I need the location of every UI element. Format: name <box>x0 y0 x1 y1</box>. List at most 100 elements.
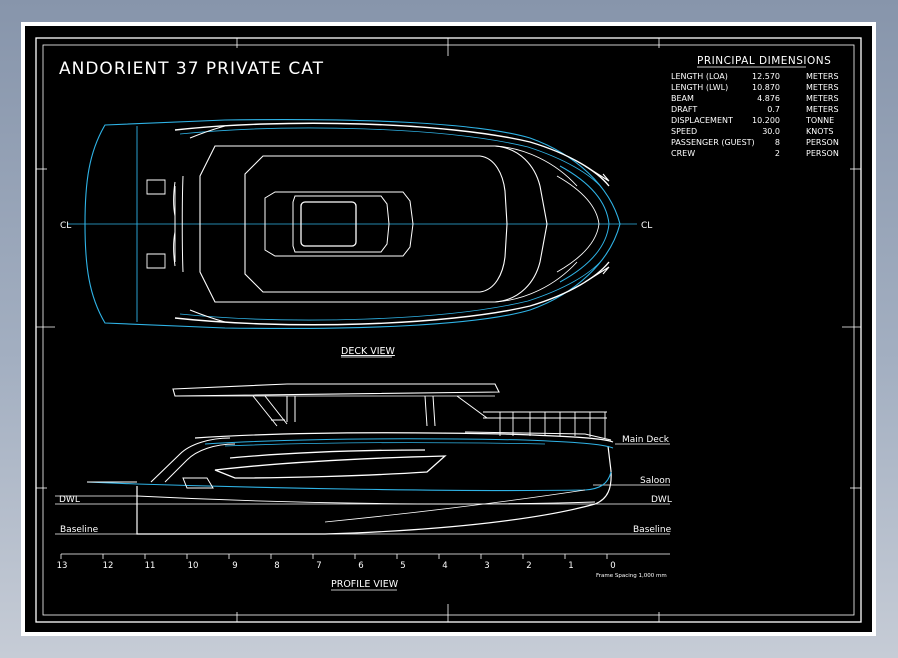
spec-value: 8 <box>775 138 780 147</box>
saloon-label: Saloon <box>640 476 670 486</box>
dwl-label-right: DWL <box>651 495 672 505</box>
hardtop-roof <box>172 383 500 397</box>
spec-unit: METERS <box>806 94 839 103</box>
spec-label: BEAM <box>671 94 694 103</box>
spec-value: 10.200 <box>752 116 780 125</box>
principal-dimensions-table: PRINCIPAL DIMENSIONS LENGTH (LOA) 12.570… <box>671 55 839 158</box>
deck-centerline-label-right: CL <box>641 221 652 231</box>
frame-numbers: 13 12 11 10 9 8 7 6 5 4 3 2 1 0 <box>57 561 616 571</box>
spec-unit: METERS <box>806 105 839 114</box>
cabin-side <box>150 437 231 483</box>
frame-number: 5 <box>400 561 405 571</box>
profile-view-caption: PROFILE VIEW <box>331 579 399 590</box>
outer-border <box>35 37 862 623</box>
spec-label: DRAFT <box>671 105 697 114</box>
spec-value: 4.876 <box>757 94 780 103</box>
windscreen <box>456 395 500 419</box>
cockpit-side-bottom <box>173 231 226 323</box>
inner-border <box>42 44 855 616</box>
profile-hull-chine <box>136 495 596 505</box>
frame-scale <box>60 553 670 559</box>
bow-railing <box>483 411 607 438</box>
hardtop-support-aft <box>252 395 288 427</box>
bow-inner-curve <box>559 165 610 283</box>
spec-value: 30.0 <box>762 127 780 136</box>
drawing-svg: ANDORIENT 37 PRIVATE CAT PRINCIPAL DIMEN… <box>35 37 862 623</box>
spec-unit: METERS <box>806 72 839 81</box>
spec-label: LENGTH (LWL) <box>671 83 728 92</box>
deck-sheer-line-upper <box>174 122 610 187</box>
hardtop-support-mid <box>286 396 296 422</box>
stern-steps-bottom <box>146 253 166 269</box>
foredeck-line-top <box>494 145 578 187</box>
spec-value: 10.870 <box>752 83 780 92</box>
profile-interior-line <box>224 442 546 447</box>
frame-number: 13 <box>57 561 68 571</box>
deck-hull-outline <box>84 118 621 330</box>
spec-unit: TONNE <box>805 116 834 125</box>
spec-label: PASSENGER (GUEST) <box>671 138 755 147</box>
frame-number: 12 <box>103 561 114 571</box>
spec-unit: METERS <box>806 83 839 92</box>
drawing-canvas[interactable]: ANDORIENT 37 PRIVATE CAT PRINCIPAL DIMEN… <box>25 26 872 632</box>
spec-unit: PERSON <box>806 149 839 158</box>
hardtop-support-fwd <box>424 395 436 427</box>
bow-inner-curve-2 <box>556 175 600 273</box>
bow-deck-curve <box>464 431 612 441</box>
spec-value: 0.7 <box>767 105 780 114</box>
profile-hull-sheer <box>86 471 612 492</box>
hatch-inner <box>292 195 390 253</box>
frame-number: 4 <box>442 561 447 571</box>
deck-view-caption: DECK VIEW <box>341 346 396 357</box>
spec-unit: KNOTS <box>806 127 834 136</box>
frame-number: 10 <box>188 561 199 571</box>
main-deck-label: Main Deck <box>622 435 670 445</box>
deck-sheer-line-lower-inner <box>179 259 603 321</box>
frame-spacing-note: Frame Spacing 1,000 mm <box>596 573 667 579</box>
spec-value: 2 <box>775 149 780 158</box>
skylight-window <box>300 201 357 247</box>
deck-sheer-line-upper-inner <box>179 127 603 189</box>
principal-dimensions-heading: PRINCIPAL DIMENSIONS <box>697 55 831 67</box>
cabin-side-2 <box>164 443 236 483</box>
frame-number: 8 <box>274 561 279 571</box>
cockpit-side-top <box>173 125 226 217</box>
profile-hull <box>136 445 612 535</box>
profile-view <box>55 383 670 535</box>
superstructure-inner <box>174 175 184 273</box>
deck-sheer-line-lower <box>174 261 610 326</box>
main-deck-sheer <box>194 432 614 443</box>
spec-label: SPEED <box>671 127 697 136</box>
stern-step <box>182 477 214 489</box>
deck-centerline-label-left: CL <box>60 221 71 231</box>
spec-unit: PERSON <box>806 138 839 147</box>
profile-hull-keel-curve <box>324 489 586 523</box>
frame-number: 2 <box>526 561 531 571</box>
stern-steps-top <box>146 179 166 195</box>
bow-pulpit-top <box>584 165 610 182</box>
border-zone-ticks <box>36 38 861 622</box>
frame-number: 7 <box>316 561 321 571</box>
frame-number: 1 <box>568 561 573 571</box>
spec-label: CREW <box>671 149 695 158</box>
deck-view: CL CL <box>60 118 652 330</box>
foredeck-line-bottom <box>494 261 578 303</box>
spec-label: LENGTH (LOA) <box>671 72 728 81</box>
dwl-label-left: DWL <box>59 495 80 505</box>
frame-number: 9 <box>232 561 237 571</box>
frame-number: 11 <box>145 561 156 571</box>
baseline-label-left: Baseline <box>60 525 99 535</box>
frame-number: 0 <box>610 561 615 571</box>
bow-pulpit-bottom <box>584 266 610 283</box>
baseline-label-right: Baseline <box>633 525 672 535</box>
main-deck-sheer-cyan <box>204 438 614 449</box>
frame-number: 3 <box>484 561 489 571</box>
side-window-upper <box>229 449 426 459</box>
cabin-roof-outline <box>244 155 508 293</box>
sheet-frame: ANDORIENT 37 PRIVATE CAT PRINCIPAL DIMEN… <box>21 22 876 636</box>
spec-label: DISPLACEMENT <box>671 116 733 125</box>
drawing-title: ANDORIENT 37 PRIVATE CAT <box>59 59 324 79</box>
spec-value: 12.570 <box>752 72 780 81</box>
frame-number: 6 <box>358 561 363 571</box>
hatch-outline <box>264 191 414 257</box>
